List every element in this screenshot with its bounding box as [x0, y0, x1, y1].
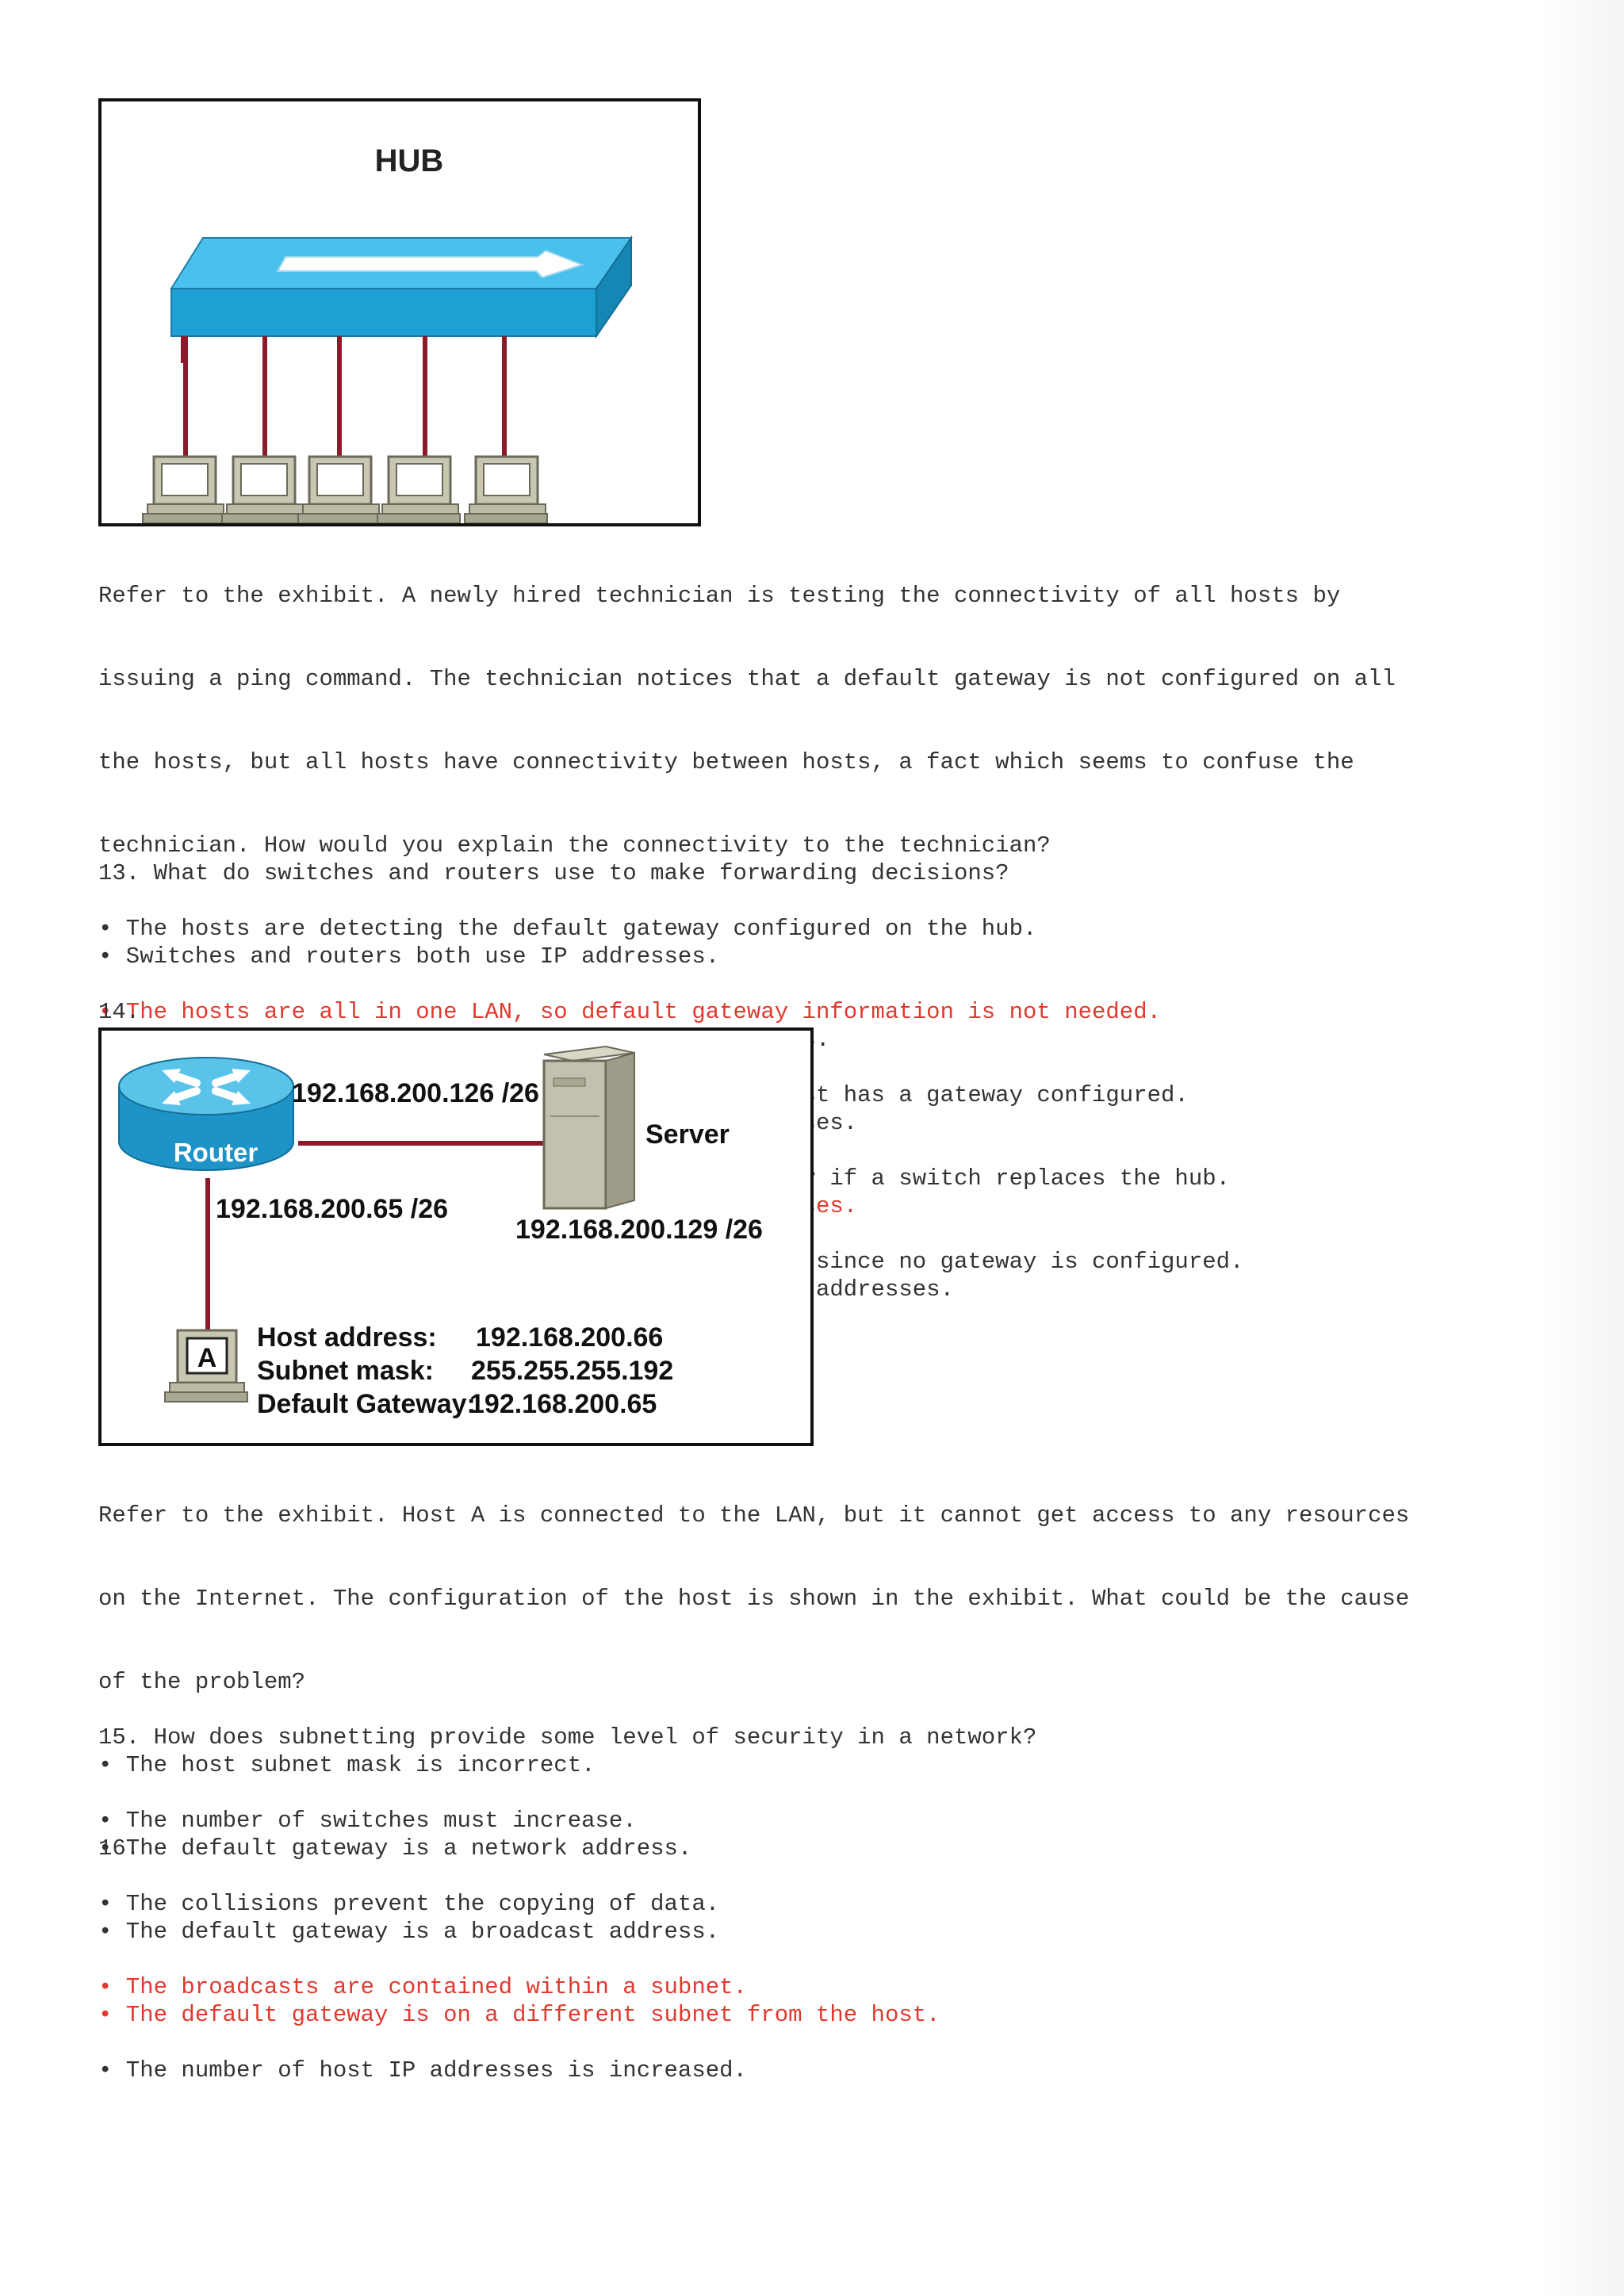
router-label: Router — [174, 1138, 258, 1167]
question-12-stem-line-2: issuing a ping command. The technician n… — [98, 666, 1396, 692]
question-12-option-1: • The hosts are detecting the default ga… — [98, 916, 1037, 942]
host-a-letter: A — [197, 1343, 217, 1373]
question-14-stem-line-3: of the problem? — [98, 1669, 306, 1695]
router-exhibit-image: Router 192.168.200.126 /26 192.168.200.6… — [98, 1027, 814, 1446]
pc-icon-4 — [377, 455, 461, 523]
question-15-option-4: • The number of host IP addresses is inc… — [98, 2057, 747, 2084]
server-icon — [542, 1045, 635, 1210]
question-15: 15. How does subnetting provide some lev… — [98, 1668, 1036, 2140]
question-12-stem-line-4: technician. How would you explain the co… — [98, 832, 1051, 859]
question-14-option-3: • The default gateway is a broadcast add… — [98, 1919, 720, 1945]
question-14-option-2: • The default gateway is a network addre… — [98, 1835, 692, 1862]
pc-icon-5 — [464, 455, 548, 523]
server-label: Server — [645, 1119, 730, 1150]
question-13-option-1: • Switches and routers both use IP addre… — [98, 943, 720, 970]
default-gateway-value: 192.168.200.65 — [469, 1389, 657, 1419]
question-14-number: 14. — [98, 999, 140, 1025]
question-14-stem-line-1: Refer to the exhibit. Host A is connecte… — [98, 1502, 1410, 1529]
question-15-option-2: • The collisions prevent the copying of … — [98, 1891, 720, 1917]
hub-exhibit-image: HUB — [98, 98, 701, 526]
question-12-stem-line-3: the hosts, but all hosts have connectivi… — [98, 749, 1354, 775]
question-12: Refer to the exhibit. A newly hired tech… — [98, 526, 1396, 1331]
question-15-option-1: • The number of switches must increase. — [98, 1808, 637, 1834]
pc-icon-3 — [297, 455, 381, 523]
question-15-stem: 15. How does subnetting provide some lev… — [98, 1724, 1037, 1751]
pc-icon-2 — [221, 455, 305, 523]
hub-side-face — [596, 235, 632, 339]
question-12-stem-line-1: Refer to the exhibit. A newly hired tech… — [98, 583, 1341, 609]
question-16-number: 16. — [98, 1835, 140, 1862]
router-ip-top: 192.168.200.126 /26 — [292, 1078, 539, 1108]
router-ip-left: 192.168.200.65 /26 — [216, 1194, 448, 1224]
subnet-mask-value: 255.255.255.192 — [471, 1356, 673, 1386]
question-14: Refer to the exhibit. Host A is connecte… — [98, 1446, 1409, 2084]
host-a-pc-icon — [164, 1329, 248, 1402]
hub-diagram: HUB — [142, 144, 633, 523]
default-gateway-label: Default Gateway: — [257, 1389, 476, 1419]
question-15-option-3-correct: • The broadcasts are contained within a … — [98, 1974, 747, 2000]
question-12-option-2-correct: • The hosts are all in one LAN, so defau… — [98, 999, 1162, 1025]
hub-front-face — [170, 288, 597, 337]
hub-cables — [181, 336, 507, 460]
hub-label: HUB — [375, 144, 444, 178]
question-14-stem-line-2: on the Internet. The configuration of th… — [98, 1586, 1410, 1612]
server-ip: 192.168.200.129 /26 — [515, 1215, 763, 1245]
router-icon — [118, 1057, 294, 1171]
subnet-mask-label: Subnet mask: — [257, 1356, 434, 1386]
pc-icon-1 — [142, 455, 226, 523]
question-13-stem: 13. What do switches and routers use to … — [98, 860, 1009, 886]
question-14-option-1: • The host subnet mask is incorrect. — [98, 1752, 596, 1778]
router-diagram: Router 192.168.200.126 /26 192.168.200.6… — [118, 1045, 763, 1419]
host-address-value: 192.168.200.66 — [476, 1322, 663, 1353]
host-address-label: Host address: — [257, 1322, 437, 1353]
hub-arrow-icon — [276, 249, 584, 279]
question-14-option-4-correct: • The default gateway is on a different … — [98, 2002, 940, 2028]
